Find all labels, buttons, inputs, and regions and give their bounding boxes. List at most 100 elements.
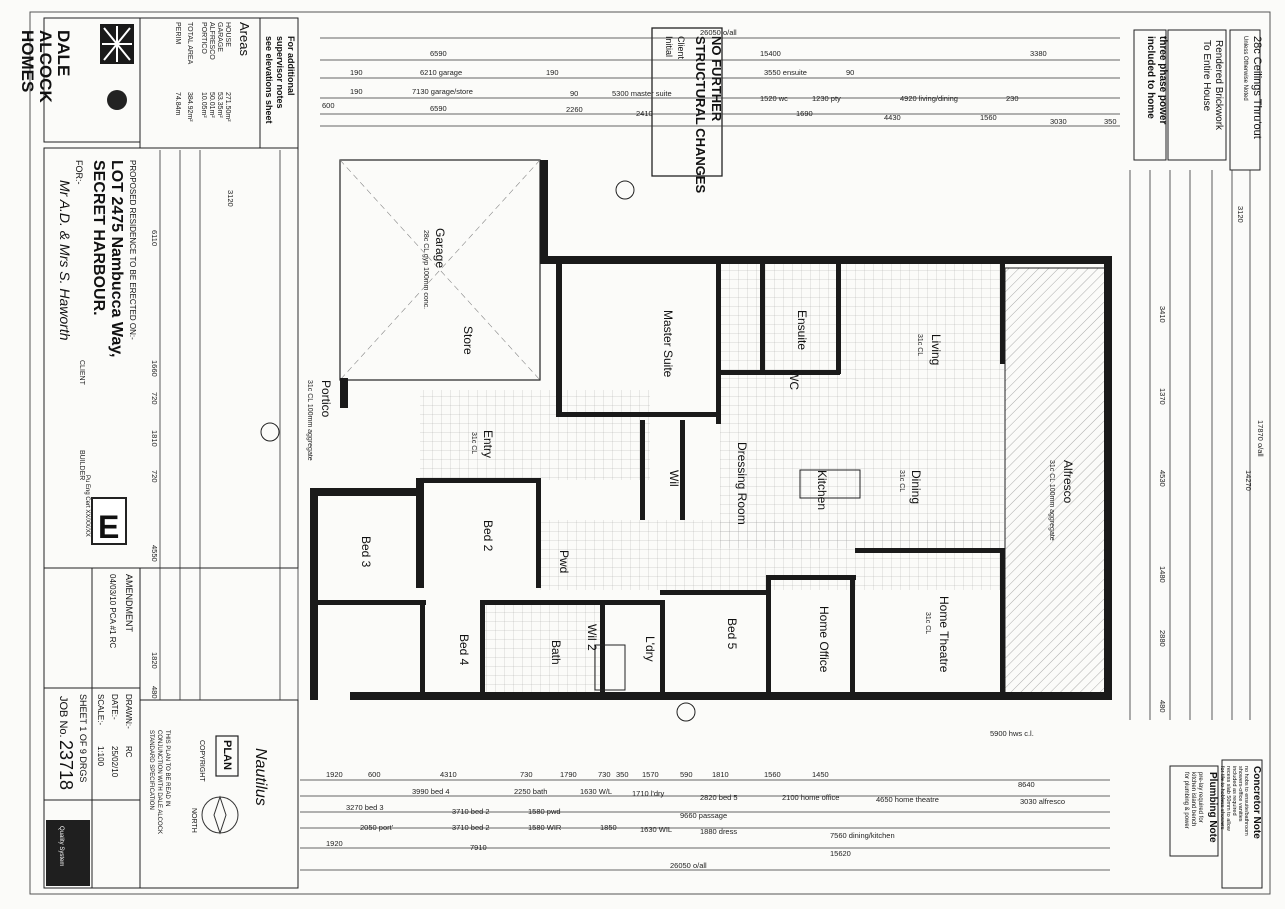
site-address: PROPOSED RESIDENCE TO BE ERECTED ON:- LO… [57,160,137,480]
svg-text:STRUCTURAL CHANGES: STRUCTURAL CHANGES [693,36,708,194]
svg-text:1920: 1920 [326,770,343,779]
svg-text:RC: RC [124,746,133,758]
svg-text:600: 600 [368,770,381,779]
svg-text:3550 ensuite: 3550 ensuite [764,68,807,77]
svg-text:TOTAL AREA: TOTAL AREA [186,22,193,65]
svg-text:6210 garage: 6210 garage [420,68,462,77]
svg-text:2050 port': 2050 port' [360,823,394,832]
room-bed-5: Bed 5 [725,618,739,650]
svg-text:2410: 2410 [636,109,653,118]
svg-text:1790: 1790 [560,770,577,779]
svg-text:DRAWN:-: DRAWN:- [124,694,133,729]
job-number: JOB No. 23718 [56,696,76,790]
svg-text:15620: 15620 [830,849,851,858]
room-garage: Garage [433,228,447,268]
svg-text:2100 home office: 2100 home office [782,793,839,802]
room-bath: Bath [549,640,563,665]
svg-text:1230 pty: 1230 pty [812,94,841,103]
svg-text:230: 230 [1006,94,1019,103]
svg-text:To Entire House: To Entire House [1201,40,1212,112]
svg-text:50.01m²: 50.01m² [208,92,215,118]
svg-text:NORTH: NORTH [190,808,197,833]
section-marker-1 [615,180,635,200]
svg-text:7130 garage/store: 7130 garage/store [412,87,473,96]
svg-text:see elevations sheet: see elevations sheet [264,36,274,124]
svg-text:COPYRIGHT: COPYRIGHT [198,740,205,782]
left-dim-0: 6110 [150,230,159,246]
no-changes-stamp: NO FURTHER STRUCTURAL CHANGES Client Ini… [651,27,724,194]
svg-text:600: 600 [322,101,335,110]
svg-text:14270: 14270 [1244,470,1253,491]
svg-text:1480: 1480 [1158,566,1167,583]
room-bed-2: Bed 2 [481,520,495,552]
company-logo: DALE ALCOCK HOMES [18,30,73,103]
svg-text:3030 alfresco: 3030 alfresco [1020,797,1065,806]
ceiling-note: 28c Ceilings Thru'out Unless Otherwise N… [1229,29,1263,171]
room-master-suite: Master Suite [661,310,675,378]
svg-text:1:100: 1:100 [96,746,105,767]
svg-text:FOR:-: FOR:- [74,160,84,185]
room-dressing: Dressing Room [735,442,749,525]
svg-text:590: 590 [680,770,693,779]
bath-tub [594,644,626,691]
room-laundry: L'dry [643,636,657,662]
section-marker-3 [260,422,280,442]
title-block [43,17,299,889]
room-dining: Dining [909,470,923,504]
alfresco-area [1004,267,1108,695]
svg-text:NO FURTHER: NO FURTHER [709,36,724,122]
svg-text:3710 bed 2: 3710 bed 2 [452,823,490,832]
section-marker-2 [676,702,696,722]
svg-text:Concretor Note: Concretor Note [1251,766,1262,839]
svg-text:2820 bed 5: 2820 bed 5 [700,793,738,802]
svg-text:SECRET HARBOUR.: SECRET HARBOUR. [90,160,107,316]
amendment-box: AMENDMENT 04/03/10 PCA #1 RC [108,574,134,648]
svg-text:31c CL: 31c CL [916,334,923,356]
svg-text:pre-lay required for: pre-lay required for [1197,772,1203,823]
energy-cert-label: Pu Eng Cert XX/XX/XX [84,475,90,537]
svg-text:23718: 23718 [56,740,76,790]
svg-text:7910: 7910 [470,843,487,852]
room-wil-2: Wil 2 [585,624,599,651]
north-arrow-icon [201,796,239,834]
svg-text:31c CL 100mm aggregate: 31c CL 100mm aggregate [1048,460,1055,541]
svg-text:included as required: included as required [1231,766,1237,816]
svg-text:350: 350 [1104,117,1117,126]
svg-text:1560: 1560 [764,770,781,779]
svg-text:1880 dress: 1880 dress [700,827,737,836]
supervisor-note: For additional supervisor notes see elev… [264,36,296,124]
svg-text:PROPOSED RESIDENCE TO BE ERECT: PROPOSED RESIDENCE TO BE ERECTED ON:- [128,160,137,340]
svg-text:4550: 4550 [150,545,159,562]
svg-text:8640: 8640 [1018,780,1035,789]
svg-text:THIS PLAN TO BE READ IN: THIS PLAN TO BE READ IN [164,730,170,806]
design-name: Nautilus [252,748,269,806]
interior-walls [316,264,1005,695]
plumbing-note: Plumbing Note pre-lay required for kitch… [1169,765,1219,857]
power-note: three phase power included to home [1133,29,1168,161]
room-entry: Entry [481,430,495,458]
svg-text:1450: 1450 [812,770,829,779]
room-living: Living [929,334,943,365]
svg-text:ALFRESCO: ALFRESCO [208,22,215,60]
room-kitchen: Kitchen [815,470,829,510]
svg-text:25/02/10: 25/02/10 [110,746,119,778]
concretor-note: Concretor Note no hobs to ensuite/bathro… [1219,759,1263,889]
energy-rating-badge: E [98,509,119,545]
svg-text:supervisor notes: supervisor notes [275,36,285,109]
svg-text:for plumbing & power: for plumbing & power [1183,772,1189,829]
room-bed-4: Bed 4 [457,634,471,666]
svg-text:included to home: included to home [1145,36,1156,119]
svg-text:190: 190 [350,68,363,77]
svg-text:HOMES: HOMES [18,30,37,92]
svg-text:5300 master suite: 5300 master suite [612,89,672,98]
svg-text:1810: 1810 [150,430,159,447]
svg-text:CONJUNCTION WITH DALE ALCOCK: CONJUNCTION WITH DALE ALCOCK [156,730,162,834]
room-bed-3: Bed 3 [359,536,373,568]
svg-text:PLAN: PLAN [221,740,233,770]
svg-text:SCALE:-: SCALE:- [96,694,105,725]
svg-text:26050 o/all: 26050 o/all [700,28,737,37]
svg-text:ALCOCK: ALCOCK [36,30,55,103]
svg-text:720: 720 [150,470,159,483]
svg-text:4430: 4430 [884,113,901,122]
svg-text:31c CL: 31c CL [470,432,477,454]
